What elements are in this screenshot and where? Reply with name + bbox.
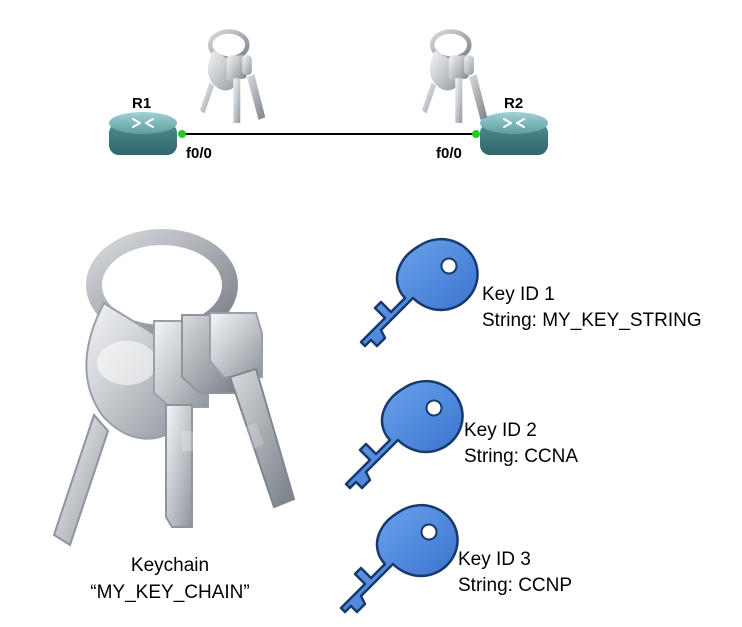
- router-r2-label: R2: [504, 95, 524, 112]
- blue-key-1-icon: [359, 237, 479, 348]
- r2-interface-endpoint: [472, 130, 480, 138]
- key-1-text: Key ID 1 String: MY_KEY_STRING: [482, 282, 702, 334]
- blue-key-3-icon: [339, 503, 459, 614]
- router-r1-label: R1: [132, 95, 152, 112]
- keychain-caption: Keychain “MY_KEY_CHAIN”: [78, 553, 262, 606]
- key-1-id: Key ID 1: [482, 284, 555, 305]
- keychain-label: Keychain: [130, 555, 210, 576]
- key-2-string: String: CCNA: [464, 446, 579, 468]
- small-keychain-r2-icon: [421, 29, 488, 124]
- router-r2-icon: [480, 112, 548, 155]
- key-2-text: Key ID 2 String: CCNA: [464, 418, 578, 470]
- r1-interface-endpoint: [178, 130, 186, 138]
- blue-key-2-icon: [344, 379, 464, 490]
- key-2-id: Key ID 2: [464, 420, 537, 441]
- key-3-text: Key ID 3 String: CCNP: [458, 547, 572, 599]
- router-r1-interface-label: f0/0: [186, 145, 212, 162]
- keychain-name: “MY_KEY_CHAIN”: [90, 581, 250, 603]
- router-r2-interface-label: f0/0: [436, 145, 462, 162]
- small-keychain-r1-icon: [199, 29, 266, 124]
- key-3-string: String: CCNP: [458, 575, 573, 597]
- large-keychain-icon: [52, 229, 296, 547]
- key-1-string: String: MY_KEY_STRING: [482, 310, 702, 332]
- key-3-id: Key ID 3: [458, 549, 531, 570]
- router-r1-icon: [109, 112, 177, 155]
